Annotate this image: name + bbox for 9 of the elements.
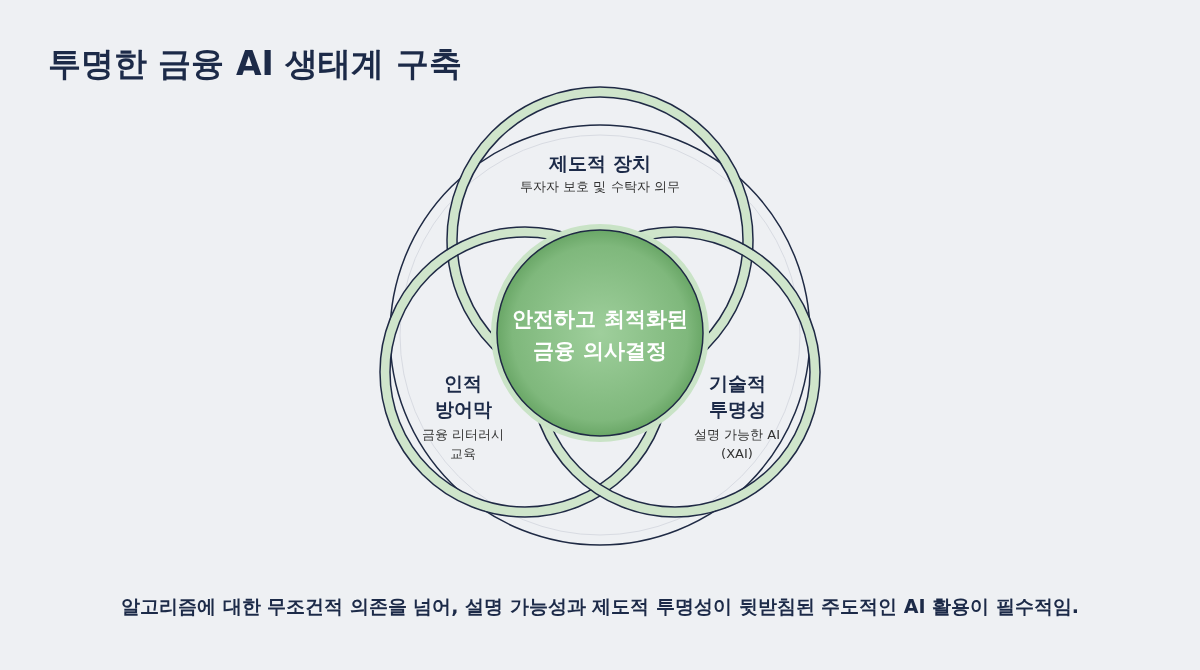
title: 투명한 금융 AI 생태계 구축 [48,43,462,85]
subtitle: 설명 가능한 AI (XAI) [693,426,781,463]
subtitle: 투자자 보호 및 수탁자 의무 [519,178,681,196]
caption: 알고리즘에 대한 무조건적 의존을 넘어, 설명 가능성과 제도적 투명성이 뒷받침된 주도적인 AI 활용이 필수적임. [119,594,1081,619]
heading: 안전하고 최적화된 금융 의사결정 [511,306,689,365]
heading: 인적 방어막 [433,371,493,422]
subtitle: 금융 리터러시 교육 [420,426,506,463]
heading: 기술적 투명성 [707,371,767,422]
heading: 제도적 장치 [548,151,652,176]
